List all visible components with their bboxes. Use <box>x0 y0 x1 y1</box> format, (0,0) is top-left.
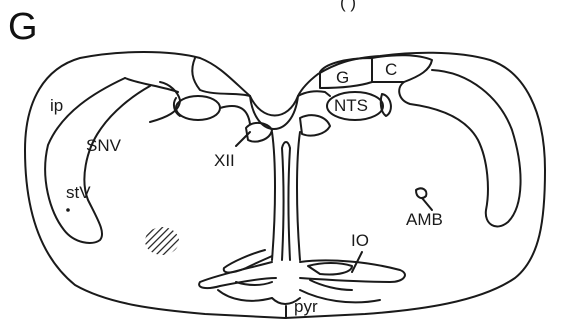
right-io-lamella-2 <box>308 263 352 275</box>
label-io: IO <box>351 231 369 250</box>
stv-marker-dot <box>66 208 70 212</box>
label-xii: XII <box>214 151 235 170</box>
label-ip: ip <box>50 96 63 115</box>
label-pyr: pyr <box>294 297 318 316</box>
left-small-nucleus <box>176 96 220 120</box>
left-io-lamella-3 <box>218 290 272 301</box>
label-g: G <box>336 68 349 87</box>
label-stv: stV <box>66 183 91 202</box>
right-hypoglossal-box <box>300 115 330 135</box>
section-outline <box>25 52 545 318</box>
right-trigeminal-crescent <box>399 70 520 226</box>
hatched-lesion-marker <box>145 227 179 255</box>
left-dorsal-compartment-4 <box>220 106 250 124</box>
fourth-ventricle-notch <box>250 96 298 129</box>
left-dorsal-compartment-1 <box>192 58 250 96</box>
midline-raphe <box>272 132 300 260</box>
right-compartment-c <box>372 55 432 82</box>
label-snv: SNV <box>86 136 122 155</box>
label-nts: NTS <box>334 96 368 115</box>
top-fragment-text: ( ) <box>340 0 356 12</box>
amb-leader-line <box>422 198 432 210</box>
right-dorsal-border <box>298 91 330 96</box>
left-dorsal-compartment-2 <box>125 78 178 92</box>
label-c: C <box>385 60 397 79</box>
label-amb: AMB <box>406 210 443 229</box>
amb-nucleus <box>416 188 426 198</box>
